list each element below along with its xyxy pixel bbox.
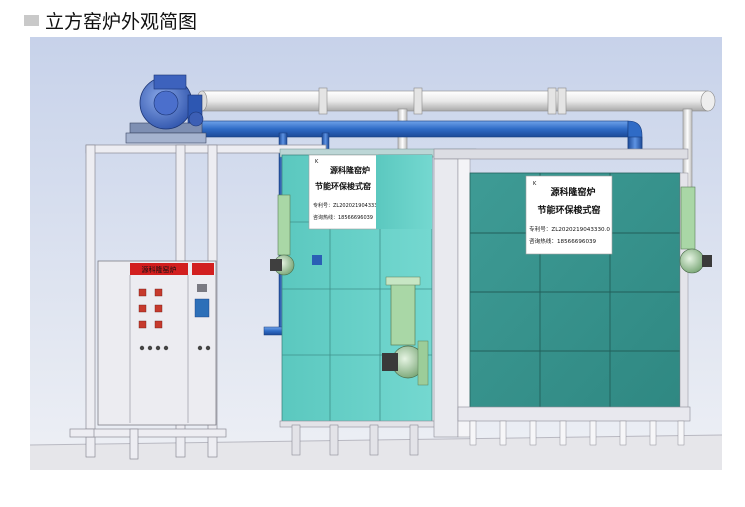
right-plate-hotline: 咨询热线：18566696039	[529, 237, 597, 245]
right-plate-mark: K	[533, 181, 537, 187]
heading-marker-icon	[24, 14, 39, 26]
right-plate-product: 节能环保梭式窑	[537, 204, 600, 216]
kiln-illustration: 源科隆窑炉 K 源科隆窑炉 节能环保梭式窑 专利号：ZL202021904333…	[30, 37, 722, 470]
center-burner	[382, 276, 429, 386]
left-plate-mark: K	[315, 159, 319, 165]
page-heading: 立方窑炉外观简图	[24, 7, 197, 33]
right-kiln	[433, 148, 691, 446]
cabinet-label: 源科隆窑炉	[142, 265, 177, 274]
control-cabinet	[97, 260, 217, 426]
page-title: 立方窑炉外观简图	[45, 10, 198, 33]
left-plate-brand: 源科隆窑炉	[330, 165, 370, 175]
left-plate-product: 节能环保梭式窑	[315, 181, 371, 191]
kiln-drawing: 源科隆窑炉 K 源科隆窑炉 节能环保梭式窑 专利号：ZL202021904333…	[30, 37, 722, 470]
left-plate-patent: 专利号：ZL2020219043330.0	[313, 202, 385, 209]
right-plate-patent: 专利号：ZL2020219043330.0	[529, 225, 610, 233]
blower-fan	[125, 74, 207, 144]
white-exhaust-pipe	[196, 87, 716, 115]
left-kiln-side-burner	[270, 194, 322, 276]
right-kiln-side-burner	[679, 186, 712, 274]
left-plate-hotline: 咨询热线：18566696039	[313, 214, 373, 221]
right-plate-brand: 源科隆窑炉	[550, 186, 595, 198]
